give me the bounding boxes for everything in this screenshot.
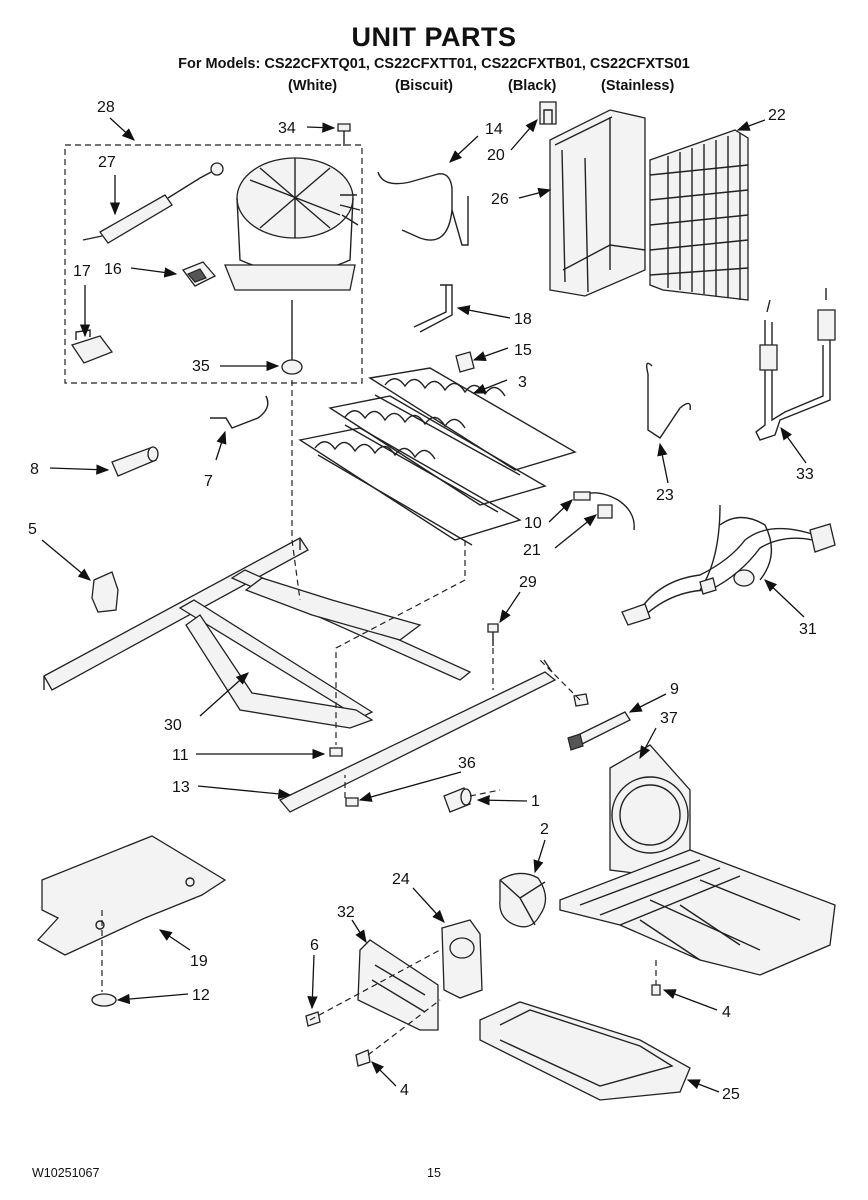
- callout-20: 20: [487, 147, 505, 164]
- model-color-white: (White): [288, 78, 338, 94]
- callout-28: 28: [97, 99, 115, 116]
- page-number: 15: [427, 1166, 441, 1180]
- callout-31: 31: [799, 621, 817, 638]
- callout-22: 22: [768, 107, 786, 124]
- part-2-fan-blade: [499, 872, 547, 928]
- part-22-condenser: [649, 129, 749, 301]
- part-31-wire-harness: [621, 504, 836, 626]
- callout-4-lower: 4: [400, 1082, 409, 1099]
- part-37-fan-shroud: [609, 744, 691, 881]
- part-15-clip: [455, 351, 475, 373]
- callout-33: 33: [796, 466, 814, 483]
- callout-16: 16: [104, 261, 122, 278]
- part-19-cover: [36, 835, 227, 956]
- part-24-fan-motor: [441, 919, 483, 999]
- part-29-screw: [487, 623, 499, 646]
- compressor-assembly-box: [64, 144, 363, 384]
- models-line: For Models: CS22CFXTQ01, CS22CFXTT01, CS…: [178, 56, 690, 72]
- part-1-bushing: [443, 787, 472, 813]
- callout-17: 17: [73, 263, 91, 280]
- doc-number: W10251067: [32, 1166, 100, 1180]
- model-color-black: (Black): [508, 78, 557, 94]
- callout-21: 21: [523, 542, 541, 559]
- callout-6: 6: [310, 937, 319, 954]
- callout-13: 13: [172, 779, 190, 796]
- part-16-relay: [181, 261, 217, 287]
- leader-lines: [41, 117, 807, 1093]
- callout-32: 32: [337, 904, 355, 921]
- part-36-screw: [345, 797, 359, 807]
- callout-19: 19: [190, 953, 208, 970]
- callout-4-upper: 4: [722, 1004, 731, 1021]
- callout-25: 25: [722, 1086, 740, 1103]
- callout-18: 18: [514, 311, 532, 328]
- part-34-screw: [337, 123, 351, 146]
- part-23-tube: [645, 362, 691, 439]
- part-20-clip: [539, 101, 557, 125]
- callout-36: 36: [458, 755, 476, 772]
- callout-7: 7: [204, 473, 213, 490]
- model-color-biscuit: (Biscuit): [395, 78, 453, 94]
- part-11-screw: [329, 747, 343, 757]
- callout-27: 27: [98, 154, 116, 171]
- part-compressor: [224, 157, 361, 291]
- part-4-screw-lower: [355, 1049, 371, 1067]
- callout-10: 10: [524, 515, 542, 532]
- part-14-tube: [377, 171, 469, 246]
- callout-14: 14: [485, 121, 503, 138]
- part-10-21-sensor: [573, 491, 635, 531]
- part-35-grommet: [281, 300, 303, 375]
- base-frame: [43, 537, 557, 813]
- part-25-drain-pan: [479, 1001, 691, 1101]
- assembly-lines: [101, 380, 657, 1056]
- part-5-bracket: [91, 571, 119, 613]
- callout-35: 35: [192, 358, 210, 375]
- part-17-overload: [70, 329, 114, 364]
- part-26-shroud: [549, 109, 646, 297]
- part-3-evaporator: [298, 367, 577, 546]
- model-color-stainless: (Stainless): [601, 78, 675, 94]
- callout-11: 11: [172, 747, 189, 764]
- callout-3: 3: [518, 374, 527, 391]
- callout-37: 37: [660, 710, 678, 727]
- callout-34: 34: [278, 120, 296, 137]
- part-7-wire: [210, 395, 269, 429]
- callout-23: 23: [656, 487, 674, 504]
- callout-1: 1: [531, 793, 540, 810]
- part-12-foot: [91, 993, 117, 1007]
- callout-12: 12: [192, 987, 210, 1004]
- callout-9: 9: [670, 681, 679, 698]
- callout-24: 24: [392, 871, 410, 888]
- part-32-bracket: [357, 939, 439, 1031]
- part-33-tubes: [755, 288, 836, 441]
- part-8-cylinder: [111, 446, 159, 477]
- part-base-pan: [559, 849, 836, 976]
- part-4-screw-pan: [651, 984, 661, 996]
- callout-26: 26: [491, 191, 509, 208]
- callout-15: 15: [514, 342, 532, 359]
- page-title: UNIT PARTS: [351, 22, 517, 52]
- part-27-drier: [82, 162, 224, 244]
- part-9-rod: [567, 711, 631, 751]
- callout-8: 8: [30, 461, 39, 478]
- part-18-tube: [413, 284, 453, 333]
- callout-29: 29: [519, 574, 537, 591]
- callout-5: 5: [28, 521, 37, 538]
- callout-labels: 28 34 27 16 17 35 14 20 26 22 18 15 3 7 …: [28, 99, 817, 1103]
- callout-2: 2: [540, 821, 549, 838]
- callout-30: 30: [164, 717, 182, 734]
